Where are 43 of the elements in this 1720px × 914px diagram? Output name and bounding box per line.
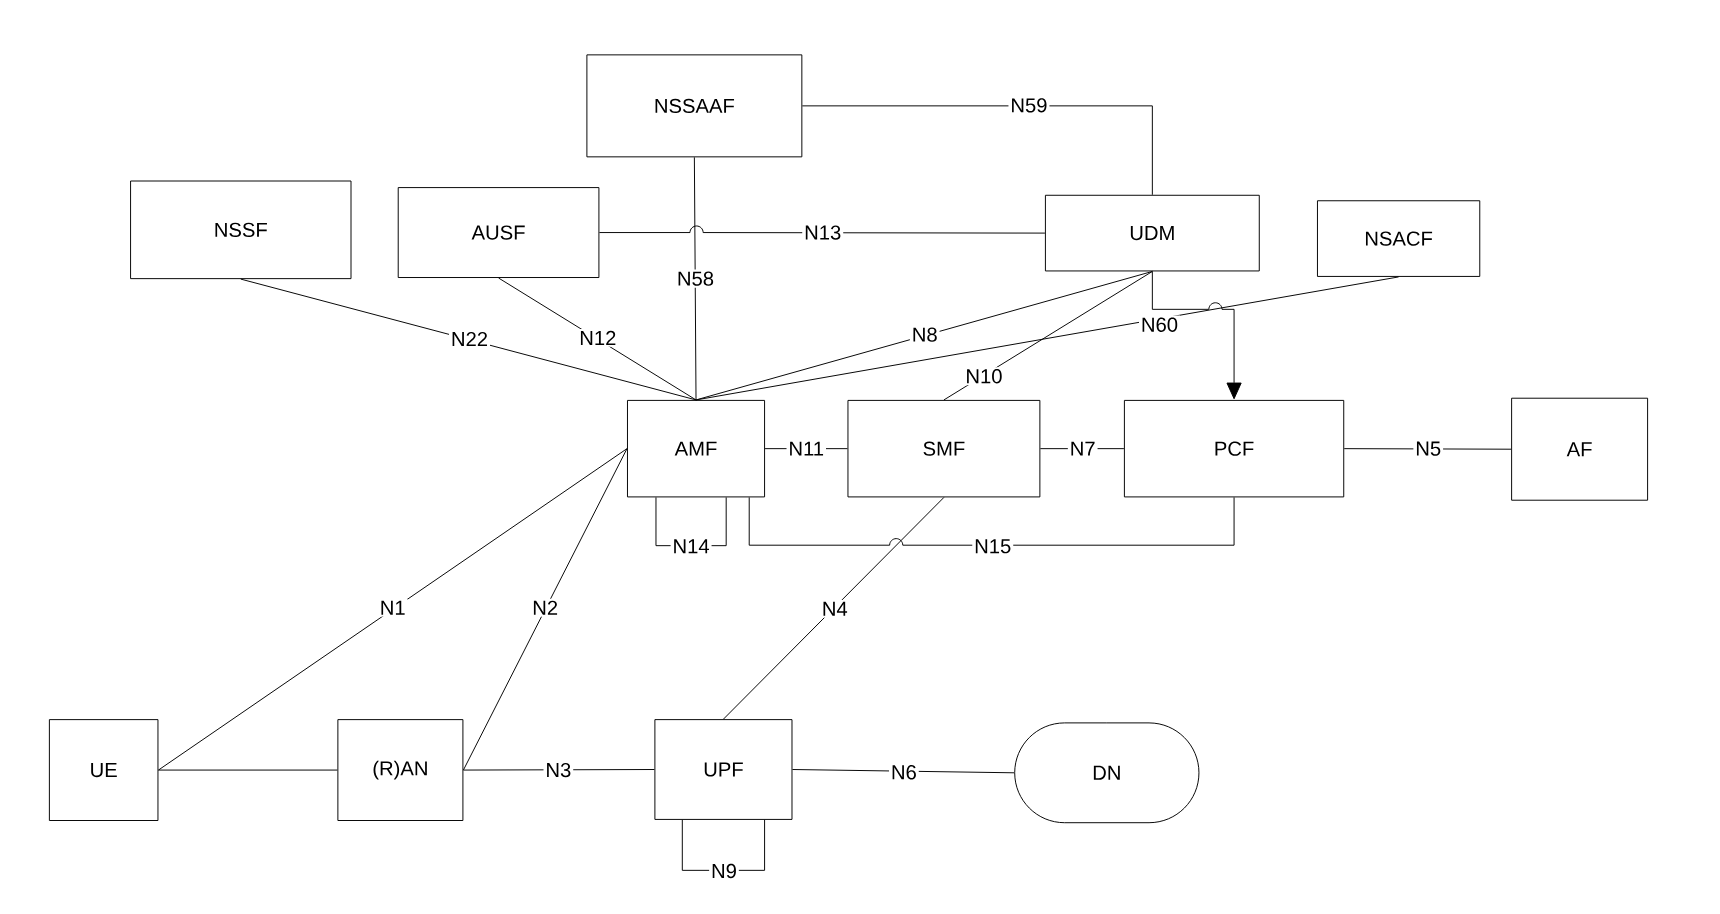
- edge-label: N6: [889, 763, 919, 782]
- connector: [748, 497, 1235, 546]
- connector: [157, 448, 628, 771]
- data-network-box: DN: [1014, 722, 1200, 824]
- network-function-box: AUSF: [397, 187, 600, 279]
- network-function-box: UPF: [654, 719, 793, 820]
- edge-label: N22: [449, 330, 490, 349]
- network-function-box: UDM: [1044, 194, 1260, 272]
- connector: [695, 276, 1400, 401]
- edge-label: N2: [530, 598, 561, 617]
- network-function-box: (R)AN: [337, 719, 464, 822]
- edge-label: N11: [786, 439, 826, 458]
- connector: [240, 278, 697, 401]
- network-function-box: NSACF: [1317, 200, 1481, 278]
- edge-label: N5: [1413, 439, 1444, 458]
- connector: [801, 105, 1153, 196]
- edge-label: N1: [377, 598, 408, 617]
- network-function-box: UE: [48, 719, 159, 822]
- network-function-box: NSSAAF: [586, 54, 803, 158]
- network-function-box: NSSF: [130, 180, 352, 280]
- connector: [598, 225, 1046, 234]
- edge-label: N9: [709, 862, 739, 881]
- edge-label: N14: [670, 537, 712, 556]
- connector: [462, 448, 628, 771]
- connector: [722, 497, 945, 720]
- network-function-box: PCF: [1123, 400, 1345, 498]
- edge-label: N4: [819, 600, 850, 618]
- edge-label: N58: [675, 269, 716, 288]
- network-function-box: AMF: [627, 400, 766, 498]
- network-function-box: AF: [1511, 397, 1649, 501]
- connector: [157, 769, 338, 771]
- network-function-box: SMF: [847, 400, 1041, 498]
- edge-label: N12: [577, 329, 619, 347]
- edge-label: N10: [963, 367, 1005, 386]
- edge-label: N13: [802, 223, 844, 242]
- arrow: [1151, 271, 1242, 400]
- edge-label: N60: [1139, 315, 1180, 334]
- edge-label: N15: [972, 537, 1014, 556]
- edge-label: N59: [1008, 96, 1050, 115]
- connector: [693, 157, 697, 401]
- edge-label: N7: [1067, 439, 1098, 458]
- edge-label: N3: [543, 761, 574, 780]
- edge-label: N8: [909, 325, 940, 344]
